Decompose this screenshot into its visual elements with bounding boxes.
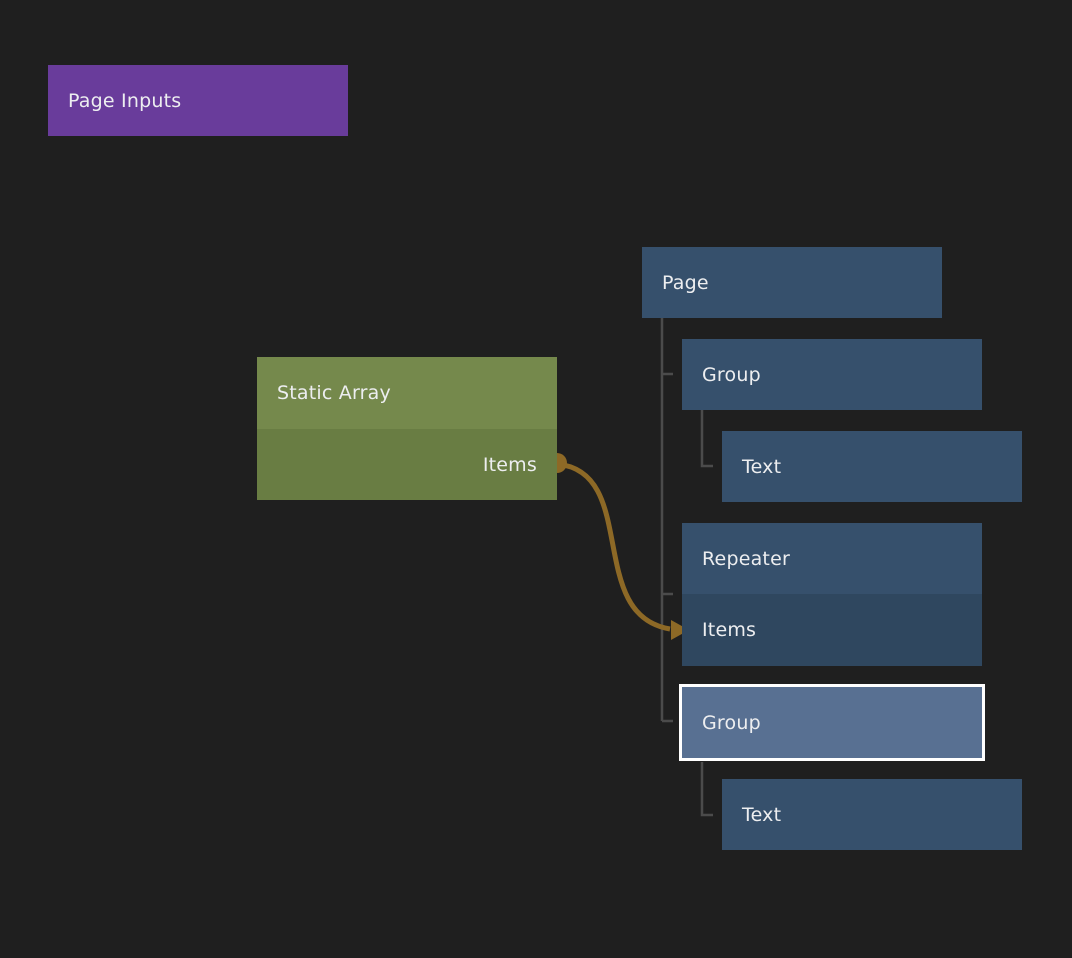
- static-array-output-row[interactable]: Items: [257, 429, 557, 500]
- repeater-header[interactable]: Repeater: [682, 523, 982, 594]
- tree-node-text-bottom[interactable]: Text: [722, 779, 1022, 850]
- static-array-node[interactable]: Static Array Items: [257, 357, 557, 500]
- static-array-header[interactable]: Static Array: [257, 357, 557, 429]
- tree-node-repeater[interactable]: Repeater Items: [682, 523, 982, 666]
- group-top-label: Group: [702, 364, 761, 386]
- static-array-output-label: Items: [483, 454, 537, 476]
- tree-node-group-selected[interactable]: Group: [679, 684, 985, 761]
- static-array-title: Static Array: [277, 382, 391, 404]
- tree-node-group-top[interactable]: Group: [682, 339, 982, 410]
- text-top-label: Text: [742, 456, 781, 478]
- repeater-input-row[interactable]: Items: [682, 594, 982, 666]
- repeater-input-label: Items: [702, 619, 756, 641]
- page-inputs-label: Page Inputs: [68, 90, 181, 112]
- tree-node-page[interactable]: Page: [642, 247, 942, 318]
- tree-node-text-top[interactable]: Text: [722, 431, 1022, 502]
- text-bottom-label: Text: [742, 804, 781, 826]
- page-node-label: Page: [662, 272, 709, 294]
- repeater-title: Repeater: [702, 548, 790, 570]
- connection-wire[interactable]: [547, 453, 689, 640]
- page-inputs-node[interactable]: Page Inputs: [48, 65, 348, 136]
- group-selected-label: Group: [702, 712, 761, 734]
